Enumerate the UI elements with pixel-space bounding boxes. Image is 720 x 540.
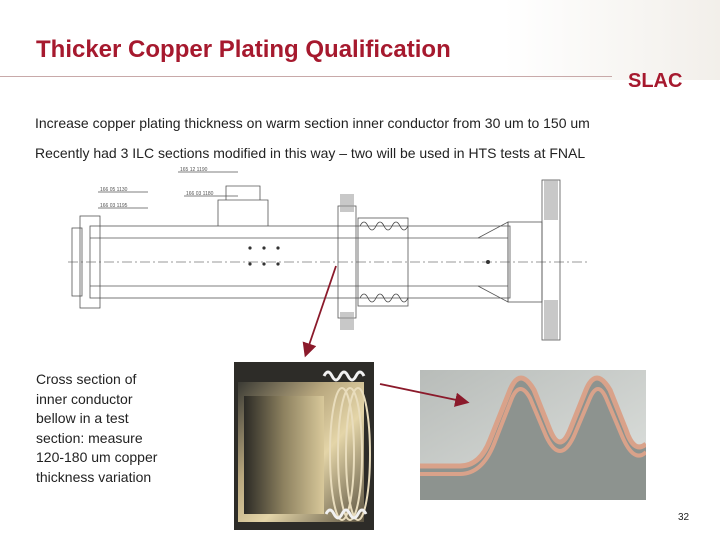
drawing-label-top: 165 12 1190 <box>180 167 208 173</box>
drawing-label-mid: 166 03 1180 <box>186 191 214 197</box>
caption-line: bellow in a test <box>36 410 129 426</box>
title-area <box>0 0 720 80</box>
caption-line: Cross section of <box>36 371 137 387</box>
drawing-label-left-upper: 166 05 1130 <box>100 187 128 193</box>
bullet-text-1: Increase copper plating thickness on war… <box>35 115 590 131</box>
bullet-text-2: Recently had 3 ILC sections modified in … <box>35 145 586 161</box>
copper-plating-photo <box>420 370 646 500</box>
page-number: 32 <box>678 512 690 523</box>
bellow-section-photo <box>234 362 374 530</box>
photo-caption: Cross section of inner conductor bellow … <box>36 370 196 487</box>
slac-logo: SLAC <box>628 70 683 92</box>
drawing-label-left-lower: 166 03 1195 <box>100 203 128 209</box>
caption-line: inner conductor <box>36 390 133 407</box>
cross-section-drawing: 165 12 1190 166 05 1130 166 03 1195 166 … <box>68 167 588 341</box>
title-divider <box>0 76 612 77</box>
slide-title: Thicker Copper Plating Qualification <box>36 36 451 63</box>
caption-line: thickness variation <box>36 468 152 485</box>
caption-line: section: measure <box>36 429 143 446</box>
caption-line: 120-180 um copper <box>36 449 158 465</box>
